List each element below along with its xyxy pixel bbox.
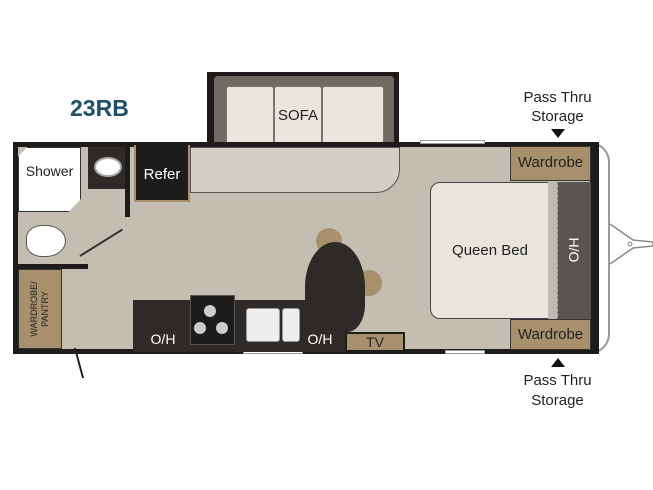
shower-label: Shower <box>25 162 74 179</box>
kitchen-sink-icon <box>246 308 280 342</box>
bath-wall <box>125 147 130 217</box>
overhead-right-label: O/H <box>307 330 333 347</box>
overhead-left-label: O/H <box>150 330 176 347</box>
overhead-cabinet <box>558 182 591 319</box>
bathroom-wall <box>18 212 128 215</box>
arrow-up-icon <box>551 358 565 367</box>
pass-thru-bottom-line2: Storage <box>531 392 584 409</box>
dinette-table[interactable] <box>305 242 365 332</box>
wardrobe-pantry-label: WARDROBE/ PANTRY <box>29 281 50 337</box>
wardrobe-bottom-label: Wardrobe <box>517 326 584 343</box>
model-title: 23RB <box>70 95 129 121</box>
wardrobe-top-label: Wardrobe <box>517 154 584 171</box>
headboard <box>548 182 558 319</box>
sink-icon <box>94 157 122 177</box>
kitchen-sink-icon <box>282 308 300 342</box>
overhead-bed-label: H/O <box>566 237 583 263</box>
sofa-cushion <box>322 86 384 148</box>
burner-icon <box>216 322 228 334</box>
wardrobe-bottom[interactable] <box>510 319 591 350</box>
pantry-wall <box>18 264 88 269</box>
tv-cabinet <box>345 332 405 352</box>
wardrobe-top[interactable] <box>510 146 591 181</box>
hitch-icon <box>609 223 653 265</box>
arrow-down-icon <box>551 129 565 138</box>
shower <box>18 147 81 212</box>
queen-bed-label: Queen Bed <box>452 242 528 259</box>
sofa-label: SOFA <box>277 107 318 124</box>
pass-thru-top-line1: Pass Thru <box>523 89 592 106</box>
refrigerator[interactable] <box>134 145 190 202</box>
countertop <box>190 147 400 193</box>
wardrobe-pantry[interactable] <box>18 269 62 349</box>
window <box>445 350 485 354</box>
pass-thru-top-line2: Storage <box>531 108 584 125</box>
burner-icon <box>204 305 216 317</box>
burner-icon <box>194 322 206 334</box>
front-wall <box>590 142 599 354</box>
toilet-icon <box>26 225 66 257</box>
pass-thru-bottom-line1: Pass Thru <box>523 372 592 389</box>
stove <box>190 295 235 345</box>
sofa-cushion <box>226 86 274 148</box>
refer-label: Refer <box>143 166 181 183</box>
window <box>420 140 485 144</box>
tv-label: TV <box>366 333 384 350</box>
